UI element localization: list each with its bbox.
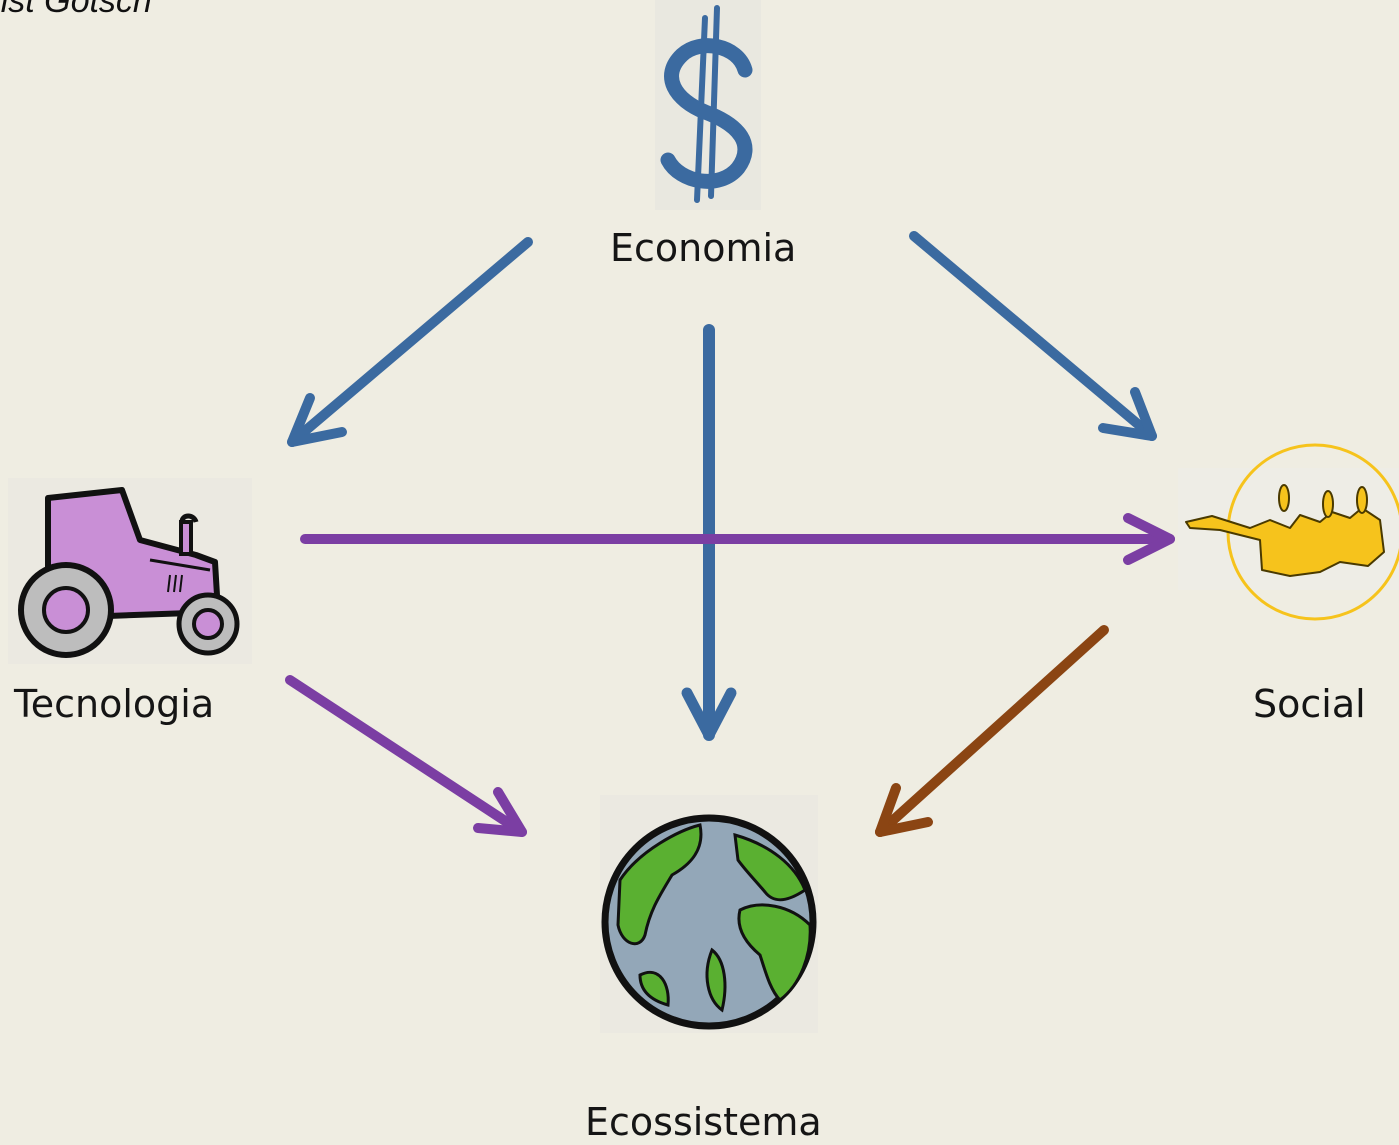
arrow-tecnologia-to-social — [300, 513, 1175, 565]
node-label-tecnologia: Tecnologia — [14, 682, 215, 726]
node-label-ecossistema: Ecossistema — [585, 1100, 822, 1144]
globe-icon — [601, 814, 817, 1030]
node-label-social: Social — [1253, 682, 1366, 726]
arrow-economia-to-ecossistema — [681, 324, 737, 741]
author-caption: rnst Götsch — [0, 0, 152, 20]
arrow-economia-to-tecnologia — [287, 237, 533, 447]
node-label-economia: Economia — [610, 226, 797, 270]
dollar-sign-icon — [660, 5, 753, 203]
arrow-economia-to-social — [909, 231, 1157, 441]
people-group-icon — [1185, 443, 1399, 621]
tractor-icon — [18, 487, 240, 658]
arrow-tecnologia-to-ecossistema — [285, 675, 527, 837]
arrow-social-to-ecossistema — [875, 625, 1109, 837]
